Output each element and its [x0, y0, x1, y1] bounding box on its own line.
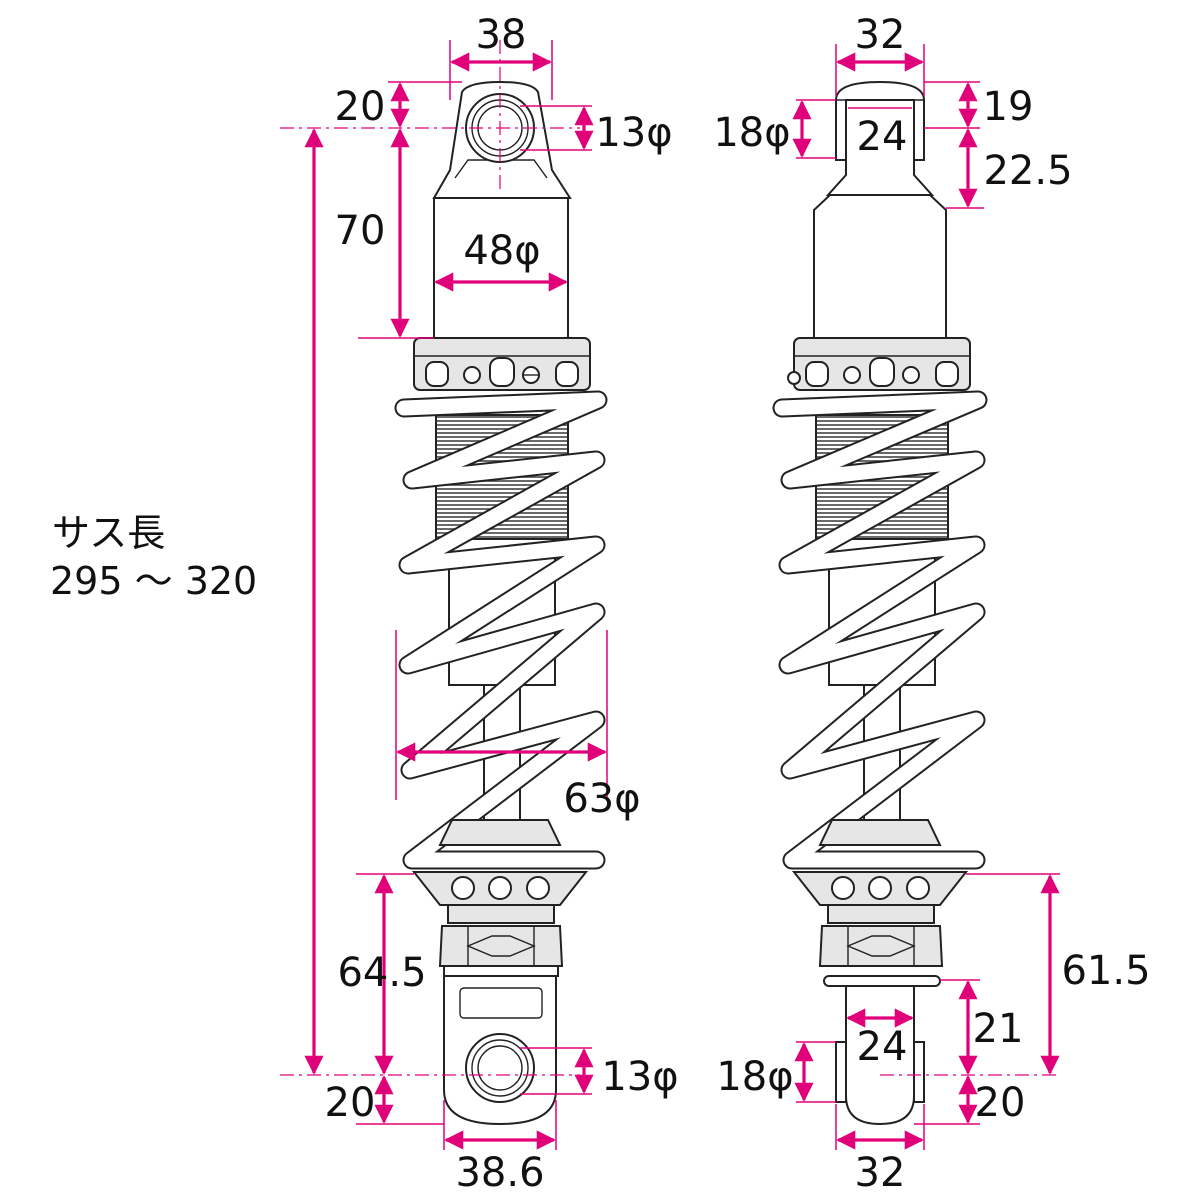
left-bottom-eye	[443, 975, 557, 1126]
left-bottom-eye-width-label: 38.6	[455, 1150, 544, 1196]
left-body-diameter-label: 48φ	[463, 228, 540, 274]
left-bottom-bushing-label: 18φ	[716, 1054, 793, 1100]
suspension-length-range: 295 ～ 320	[50, 559, 257, 603]
right-shock-absorber	[772, 80, 988, 1126]
left-top-bore-label: 13φ	[595, 110, 672, 156]
dimension-lines	[280, 40, 1060, 1150]
left-top-eye-offset-label: 20	[335, 84, 386, 130]
right-top-eye-width-label: 32	[855, 12, 906, 58]
right-coil-spring	[772, 390, 988, 870]
left-bottom-eye-offset-label: 20	[325, 1080, 376, 1126]
left-top-bushing-label: 18φ	[713, 110, 790, 156]
right-upper-body	[813, 194, 947, 339]
left-spring-seat	[411, 819, 589, 924]
right-spring-seat	[791, 819, 969, 924]
left-top-eye-width-label: 38	[476, 12, 527, 58]
right-top-eye-inner-label: 24	[857, 114, 908, 160]
left-shock-absorber	[394, 80, 608, 1126]
right-lock-nut	[818, 925, 944, 987]
right-bottom-eye-inner-label: 24	[857, 1024, 908, 1070]
right-bottom-eye-length-label: 21	[973, 1006, 1024, 1052]
left-bottom-bore-label: 13φ	[601, 1054, 678, 1100]
right-lower-length-label: 61.5	[1061, 948, 1150, 994]
right-top-eye-offset-label: 19	[983, 84, 1034, 130]
left-lower-length-label: 64.5	[337, 950, 426, 996]
left-spring-diameter-label: 63φ	[563, 776, 640, 822]
right-bottom-eye-width-label: 32	[855, 1150, 906, 1196]
left-top-body-length-label: 70	[335, 208, 386, 254]
dimension-labels: 38 20 13φ 18φ 70 48φ 63φ 64.5 13φ 18φ 20…	[50, 12, 1151, 1196]
left-top-eye	[432, 80, 572, 199]
left-lock-nut	[438, 925, 564, 977]
right-top-eye	[825, 80, 935, 196]
right-preload-collar	[787, 337, 971, 391]
right-bottom-eye-offset-label: 20	[975, 1080, 1026, 1126]
right-top-eye-length-label: 22.5	[983, 148, 1072, 194]
suspension-length-title: サス長	[52, 511, 165, 555]
left-preload-collar	[413, 337, 591, 391]
